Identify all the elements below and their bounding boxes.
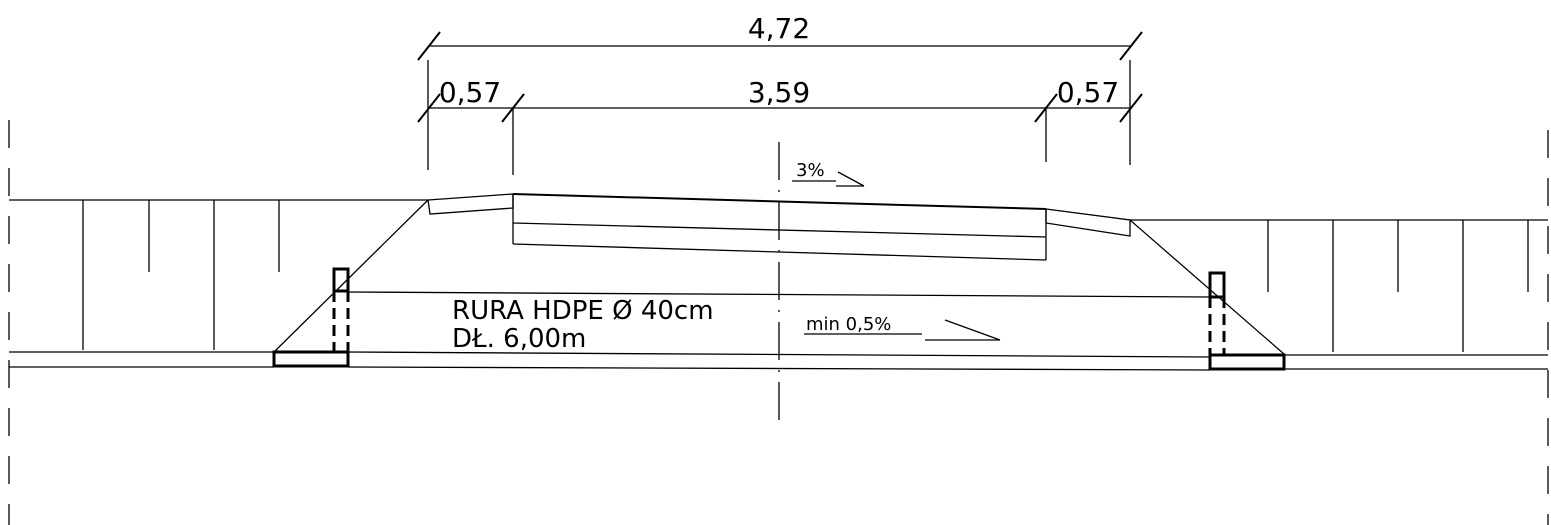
right-headwall	[1208, 271, 1286, 371]
dimension-right-shoulder-label: 0,57	[1057, 76, 1119, 109]
road-slope-label: 3%	[796, 160, 825, 181]
pipe-slope-label: min 0,5%	[806, 314, 891, 335]
left-headwall	[272, 267, 350, 368]
left-shoulder	[427, 193, 514, 215]
right-shoulder	[1045, 208, 1131, 237]
right-embankment-slope	[1129, 219, 1285, 355]
dimension-middle-label: 3,59	[748, 76, 810, 109]
dimension-left-shoulder-label: 0,57	[439, 76, 501, 109]
left-embankment-slope	[273, 199, 429, 353]
pipe-type-label: RURA HDPE Ø 40cm	[452, 296, 714, 326]
dimension-overall	[417, 31, 1143, 170]
right-ground-hatch	[1267, 220, 1529, 352]
bottom-line-middle-lower	[347, 366, 1211, 371]
left-ground-hatch	[82, 200, 280, 350]
pipe-length-label: DŁ. 6,00m	[452, 324, 586, 354]
road-slope-arrow	[837, 171, 865, 187]
dimension-segments	[417, 93, 1143, 175]
dimension-overall-label: 4,72	[748, 12, 810, 45]
pipe-slope-arrow	[944, 319, 1001, 341]
